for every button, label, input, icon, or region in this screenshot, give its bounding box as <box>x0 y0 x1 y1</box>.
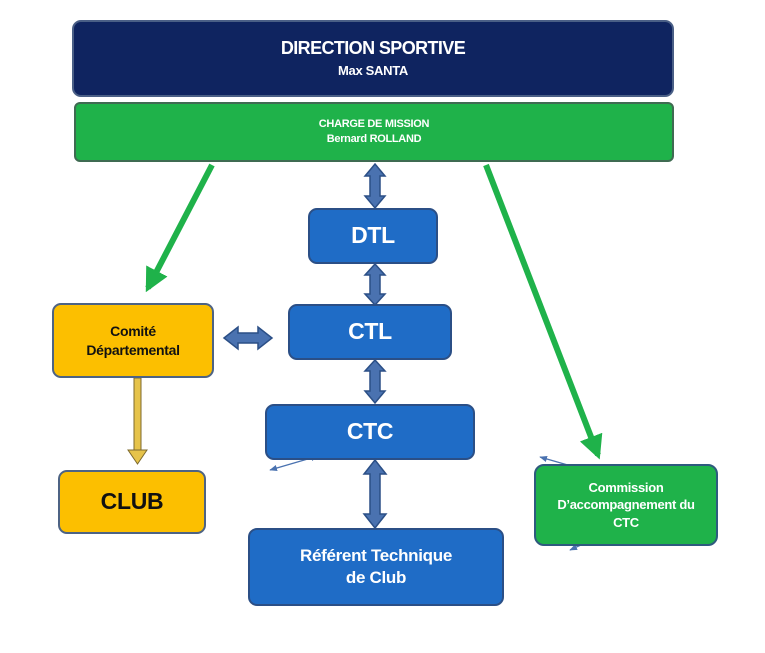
commission-line-3: CTC <box>613 514 639 530</box>
referent-technique-box: Référent Technique de Club <box>248 528 504 606</box>
commission-box: Commission D’accompagnement du CTC <box>534 464 718 546</box>
comite-line-2: Départemental <box>86 341 180 358</box>
double-arrow-dtl-ctl <box>363 262 387 307</box>
direction-sportive-box: DIRECTION SPORTIVE Max SANTA <box>72 20 674 97</box>
comite-line-1: Comité <box>110 322 156 339</box>
comite-departemental-box: Comité Départemental <box>52 303 214 378</box>
commission-line-1: Commission <box>588 479 664 495</box>
direction-title: DIRECTION SPORTIVE <box>280 38 466 59</box>
referent-line-1: Référent Technique <box>299 545 453 565</box>
arrow-comite-to-club <box>127 377 148 465</box>
arrow-mission-to-comite <box>145 163 215 293</box>
arrow-mission-to-commission <box>483 163 603 460</box>
charge-de-mission-box: CHARGE DE MISSION Bernard ROLLAND <box>74 102 674 162</box>
club-label: CLUB <box>100 488 164 515</box>
double-arrow-ctc-referent <box>362 458 388 530</box>
double-arrow-ctl-ctc <box>363 358 387 405</box>
mission-name: Bernard ROLLAND <box>326 133 422 145</box>
ctc-box: CTC <box>265 404 475 460</box>
direction-name: Max SANTA <box>337 63 408 78</box>
commission-line-2: D’accompagnement du <box>557 497 695 513</box>
referent-line-2: de Club <box>345 568 407 587</box>
double-arrow-mission-dtl <box>363 162 387 210</box>
mission-title: CHARGE DE MISSION <box>318 117 430 130</box>
double-arrow-comite-ctl <box>222 325 274 351</box>
ctl-label: CTL <box>348 318 392 345</box>
dtl-box: DTL <box>308 208 438 264</box>
dtl-label: DTL <box>351 222 395 249</box>
ctc-label: CTC <box>346 418 394 445</box>
ctl-box: CTL <box>288 304 452 360</box>
club-box: CLUB <box>58 470 206 534</box>
